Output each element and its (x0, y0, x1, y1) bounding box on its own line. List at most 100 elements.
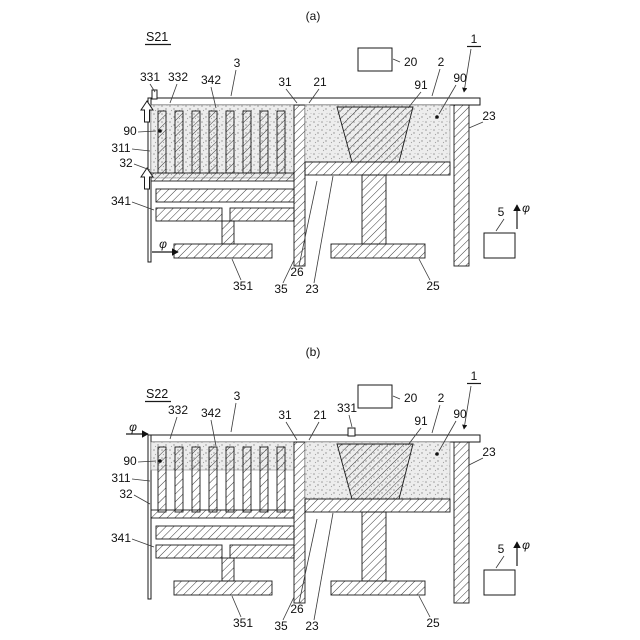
ref-26: 26 (290, 602, 304, 616)
ref-20: 20 (404, 391, 418, 405)
ref-90-left: 90 (123, 124, 137, 138)
ref-351: 351 (233, 279, 253, 293)
figure-b: (b) S22 (111, 345, 530, 633)
unit-box-20 (357, 47, 393, 72)
comb-pin (225, 446, 235, 513)
ref-5: 5 (498, 542, 505, 556)
ref-3: 3 (234, 56, 241, 70)
pedestal-base-25 (330, 580, 426, 596)
comb-pin (191, 110, 201, 174)
figure-a: (a) S21 (111, 9, 530, 296)
comb-base-band (150, 172, 295, 182)
reference-dot-90-left (158, 459, 162, 463)
center-divider-wall (293, 441, 306, 604)
ref-2: 2 (438, 391, 445, 405)
phi-symbol: φ (522, 201, 530, 215)
stage-plate-right (229, 207, 295, 222)
figure-a-drawing (140, 47, 521, 267)
reference-dot-90-right (435, 115, 439, 119)
figure-b-drawing (126, 384, 521, 604)
comb-pin (191, 446, 201, 513)
ref-331: 331 (337, 401, 357, 415)
ref-90-left: 90 (123, 454, 137, 468)
comb-pin (225, 110, 235, 174)
comb-pin (259, 110, 269, 174)
figure-a-caption: (a) (306, 9, 321, 23)
stage-plate-left (155, 207, 223, 222)
stage-plate-left (155, 544, 223, 559)
phi-symbol: φ (159, 237, 167, 251)
stage-plate-upper (155, 525, 295, 540)
ref-1: 1 (471, 369, 478, 383)
right-wall-23 (453, 441, 470, 604)
ref-25: 25 (426, 279, 440, 293)
top-plate (149, 434, 481, 443)
comb-pin (208, 110, 218, 174)
ref-90-right: 90 (453, 71, 467, 85)
ref-351: 351 (233, 616, 253, 630)
ref-20: 20 (404, 55, 418, 69)
stage-plate-upper (155, 188, 295, 203)
hollow-up-arrow-icon (140, 100, 154, 123)
comb-pin (242, 446, 252, 513)
pedestal-stem (361, 174, 387, 245)
ref-342: 342 (201, 73, 221, 87)
stage-plate-right (229, 544, 295, 559)
ref-31: 31 (278, 75, 292, 89)
ref-341: 341 (111, 531, 131, 545)
unit-box-20 (357, 384, 393, 409)
ref-2: 2 (438, 55, 445, 69)
comb-pin (157, 446, 167, 513)
bottom-plate-351 (173, 580, 273, 596)
comb-pin (259, 446, 269, 513)
ref-23-right: 23 (482, 109, 496, 123)
ref-23-bottom: 23 (305, 619, 319, 633)
comb-pin (174, 446, 184, 513)
ref-21: 21 (313, 75, 327, 89)
ref-332: 332 (168, 403, 188, 417)
ref-341: 341 (111, 194, 131, 208)
build-platform-plate (304, 161, 451, 176)
figure-a-labels: 331 332 342 3 31 21 20 2 1 91 90 23 90 3… (111, 32, 530, 296)
ref-91: 91 (414, 414, 428, 428)
unit-box-5 (483, 569, 516, 596)
shutter-tab-331 (151, 89, 158, 100)
comb-pin (242, 110, 252, 174)
ref-311: 311 (111, 141, 130, 155)
phi-symbol: φ (522, 538, 530, 552)
ref-25: 25 (426, 616, 440, 630)
figure-b-leaders (131, 385, 505, 621)
hollow-up-arrow-icon (140, 167, 154, 190)
unit-box-5 (483, 232, 516, 259)
figure-a-leaders (131, 48, 505, 284)
pedestal-base-25 (330, 243, 426, 259)
comb-pin (276, 446, 286, 513)
reference-dot-90-left (158, 129, 162, 133)
build-platform-plate (304, 498, 451, 513)
ref-31: 31 (278, 408, 292, 422)
ref-23-right: 23 (482, 445, 496, 459)
powder-region-left (150, 441, 295, 471)
comb-pin (276, 110, 286, 174)
ref-26: 26 (290, 265, 304, 279)
comb-base-band (150, 509, 295, 519)
bottom-plate-351 (173, 243, 273, 259)
figure-b-labels: 332 342 3 31 21 331 20 2 1 91 90 23 90 3… (111, 369, 530, 633)
ref-35: 35 (274, 619, 288, 633)
comb-pin (157, 110, 167, 174)
center-divider-wall (293, 104, 306, 267)
figure-a-state-label: S21 (146, 30, 168, 44)
ref-21: 21 (313, 408, 327, 422)
stage-stem (221, 557, 235, 582)
powder-region-left (150, 104, 295, 179)
figure-b-state-label: S22 (146, 387, 168, 401)
top-plate (149, 97, 481, 106)
ref-5: 5 (498, 205, 505, 219)
ref-332: 332 (168, 70, 188, 84)
ref-32: 32 (119, 156, 133, 170)
reference-dot-90-right (435, 452, 439, 456)
ref-90-right: 90 (453, 407, 467, 421)
comb-pins (157, 446, 286, 513)
